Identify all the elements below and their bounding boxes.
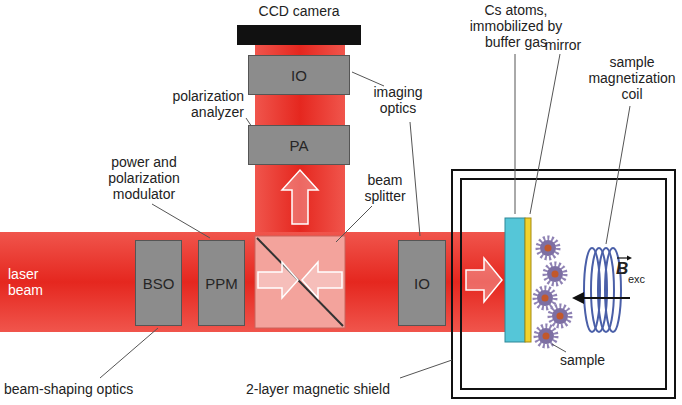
beam-arrow bbox=[302, 262, 342, 298]
part-label: laser beam bbox=[8, 266, 68, 298]
part-label: polarization analyzer bbox=[146, 88, 244, 120]
imaging-optics-box: IO bbox=[248, 55, 350, 95]
beam-arrow bbox=[466, 258, 502, 302]
ccd-camera: CCD camera bbox=[237, 25, 361, 45]
modulator-box: PPM bbox=[198, 240, 245, 326]
imaging-optics-box: IO bbox=[398, 240, 446, 326]
polarization-analyzer-box: PA bbox=[248, 125, 350, 165]
magnetic-shield-inner bbox=[461, 179, 666, 389]
magnetic-shield-outer bbox=[452, 170, 675, 398]
splitter-surface bbox=[257, 238, 343, 326]
box-label: PA bbox=[290, 137, 309, 154]
box-label: PPM bbox=[205, 275, 238, 292]
laser-beam bbox=[0, 232, 505, 332]
leader-lines bbox=[100, 54, 630, 378]
part-label: mirror bbox=[535, 37, 591, 53]
part-label: 2-layer magnetic shield bbox=[246, 381, 416, 397]
beam-shaping-box: BSO bbox=[135, 240, 182, 326]
beam-arrow bbox=[282, 170, 318, 224]
box-label: IO bbox=[291, 67, 307, 84]
field-arrow bbox=[580, 297, 630, 299]
box-label: IO bbox=[414, 275, 430, 292]
part-label: sample magnetization coil bbox=[584, 54, 680, 102]
field-symbol: exc bbox=[628, 273, 658, 285]
part-label: beam-shaping optics bbox=[4, 381, 154, 397]
magnetization-coil bbox=[584, 248, 621, 332]
beam-arrow bbox=[258, 262, 298, 298]
node-heading: CCD camera bbox=[259, 3, 340, 19]
sample-atoms bbox=[535, 238, 570, 346]
part-label: imaging optics bbox=[360, 84, 436, 116]
cs-cell bbox=[505, 218, 525, 342]
part-label: sample bbox=[560, 352, 620, 368]
box-label: BSO bbox=[143, 275, 175, 292]
field-arrowhead bbox=[572, 292, 584, 304]
part-label: power and polarization modulator bbox=[88, 154, 200, 202]
beam-splitter bbox=[255, 236, 345, 328]
part-label: beam splitter bbox=[350, 172, 420, 204]
field-symbol: B bbox=[616, 260, 630, 278]
mirror bbox=[525, 218, 531, 342]
